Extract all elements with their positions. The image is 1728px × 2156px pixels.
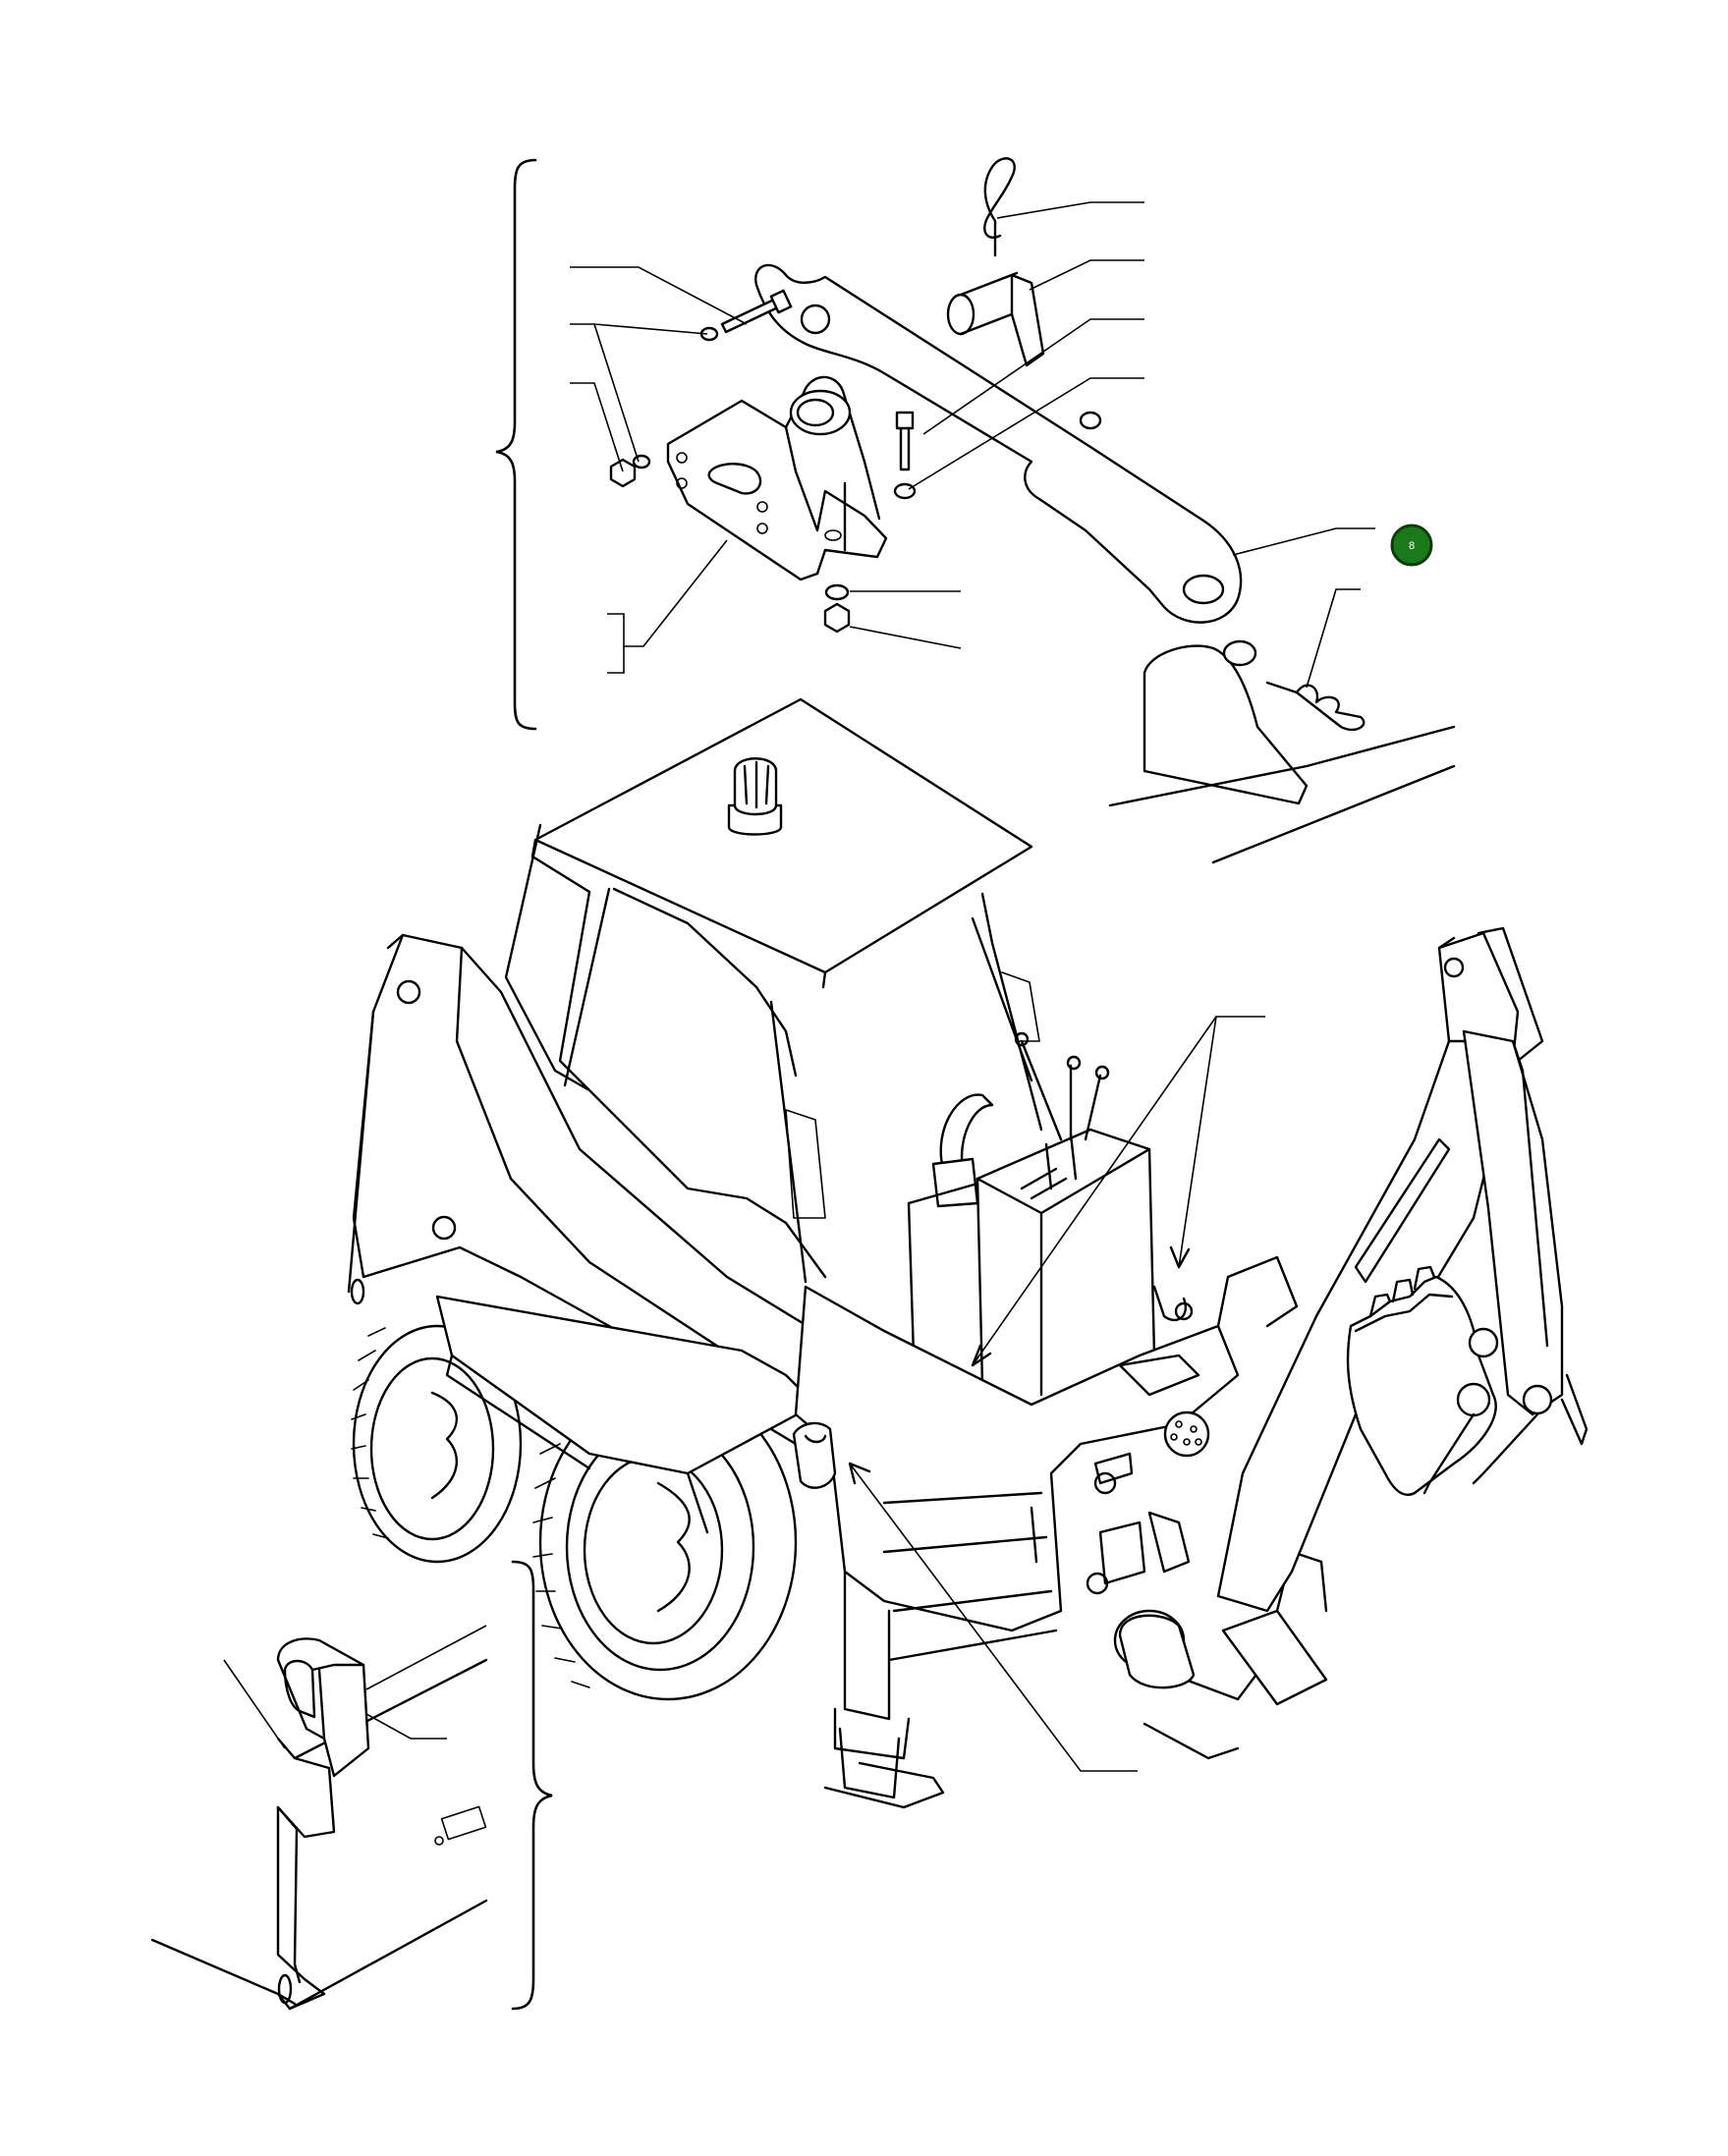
bottom-right-brace <box>511 1560 553 2011</box>
backhoe-loader-body <box>347 697 1589 1809</box>
top-left-brace <box>495 158 537 731</box>
top-detail-group <box>495 157 1456 864</box>
stabilizer-legs <box>1118 1550 1328 1760</box>
safety-latch <box>792 1421 837 1489</box>
mounting-lug <box>1108 639 1456 864</box>
link-arm <box>754 263 1243 624</box>
hotspot-marker[interactable] <box>1390 524 1433 567</box>
top-leader-lines <box>570 201 1375 689</box>
hardware-bolts <box>609 289 917 634</box>
hitch-pin <box>946 271 1045 367</box>
rear-frame <box>794 1255 1299 1809</box>
latch-plate <box>276 1738 336 2011</box>
spring-clip <box>983 157 1016 257</box>
latch-hook <box>276 1637 370 1778</box>
latch-detail-group <box>150 1560 553 2011</box>
control-box <box>931 1031 1156 1407</box>
hotspot-label: 8 <box>1409 540 1415 552</box>
callout-hotspot[interactable]: 8 <box>1390 524 1433 567</box>
mounting-bracket <box>666 375 888 581</box>
beacon-light <box>727 757 783 836</box>
chassis-side <box>435 1295 817 1475</box>
front-tyre <box>351 1324 523 1564</box>
main-leader-lines <box>792 1016 1265 1772</box>
bucket <box>1346 1275 1497 1496</box>
backhoe-boom <box>1216 931 1520 1613</box>
cab-roof <box>533 697 1033 974</box>
